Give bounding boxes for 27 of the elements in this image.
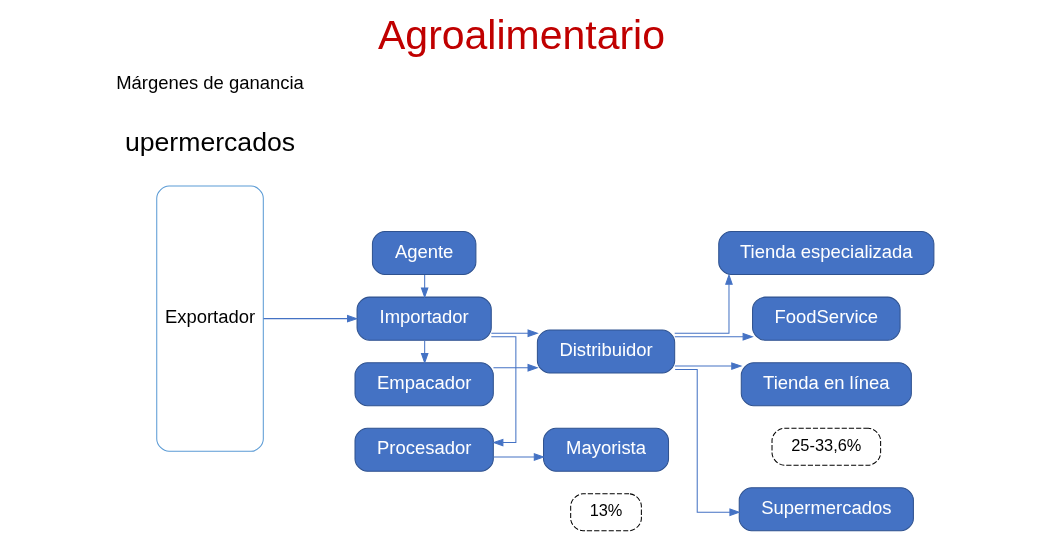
node-box: Distribuidor [536, 329, 676, 374]
arrow [492, 453, 546, 461]
arrow [674, 332, 754, 341]
node-box: Tienda especializada [718, 231, 935, 276]
label: upermercados [124, 126, 296, 157]
node-box: FoodService [752, 296, 901, 341]
node-box: 25-33,6% [771, 427, 882, 466]
node-box: Exportador [156, 185, 264, 452]
arrow [674, 369, 741, 517]
arrow [490, 329, 539, 338]
arrow [674, 273, 733, 334]
node-box: Importador [356, 296, 492, 341]
arrow [492, 363, 539, 372]
node-box: Empacador [354, 362, 494, 407]
node-box: Agente [371, 231, 477, 276]
arrow [674, 362, 743, 371]
node-box: Mayorista [543, 427, 670, 472]
node-box: Tienda en línea [740, 362, 912, 407]
arrow [490, 336, 517, 447]
arrow [263, 314, 359, 323]
node-box: Procesador [354, 427, 494, 472]
label: Márgenes de ganancia [116, 71, 304, 93]
arrow [420, 339, 429, 365]
arrow [420, 274, 429, 299]
diagram-title: Agroalimentario [378, 12, 665, 59]
node-box: 13% [570, 493, 642, 532]
node-box: Supermercados [738, 487, 914, 532]
